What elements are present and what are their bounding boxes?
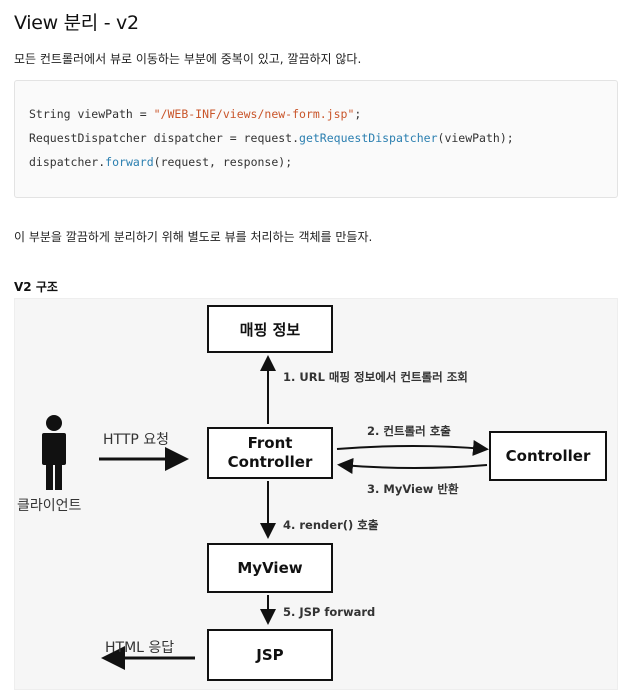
diagram-arrows — [42, 355, 489, 670]
return-myview-arrow — [337, 457, 488, 474]
step5-label: 5. JSP forward — [283, 605, 376, 619]
http-request-label: HTTP 요청 — [103, 432, 170, 448]
diagram-heading: V2 구조 — [14, 280, 58, 294]
code-line-3: dispatcher.forward(request, response); — [29, 155, 293, 169]
page-title: View 분리 - v2 — [14, 12, 139, 34]
step4-label: 4. render() 호출 — [283, 518, 379, 532]
intro-paragraph: 모든 컨트롤러에서 뷰로 이동하는 부분에 중복이 있고, 깔끔하지 않다. — [14, 52, 362, 66]
front-controller-label-1: Front — [247, 433, 293, 452]
architecture-diagram: 매핑 정보 Front Controller Controller MyView… — [14, 298, 618, 690]
front-controller-box: Front Controller — [207, 427, 333, 479]
mapping-info-box: 매핑 정보 — [207, 305, 333, 353]
code-line-1: String viewPath = "/WEB-INF/views/new-fo… — [29, 107, 362, 121]
controller-box: Controller — [489, 431, 607, 481]
jsp-box: JSP — [207, 629, 333, 681]
code-block: String viewPath = "/WEB-INF/views/new-fo… — [14, 80, 618, 198]
code-line-2: RequestDispatcher dispatcher = request.g… — [29, 131, 514, 145]
step1-label: 1. URL 매핑 정보에서 컨트롤러 조회 — [283, 370, 468, 384]
html-response-label: HTML 응답 — [105, 640, 175, 656]
call-controller-arrow — [336, 440, 489, 456]
second-paragraph: 이 부분을 깔끔하게 분리하기 위해 별도로 뷰를 처리하는 객체를 만들자. — [14, 230, 373, 244]
myview-box: MyView — [207, 543, 333, 593]
step3-label: 3. MyView 반환 — [367, 482, 459, 496]
client-person-icon — [42, 415, 66, 490]
step2-label: 2. 컨트롤러 호출 — [367, 424, 451, 438]
client-label: 클라이언트 — [17, 498, 82, 514]
front-controller-label-2: Controller — [227, 453, 313, 471]
